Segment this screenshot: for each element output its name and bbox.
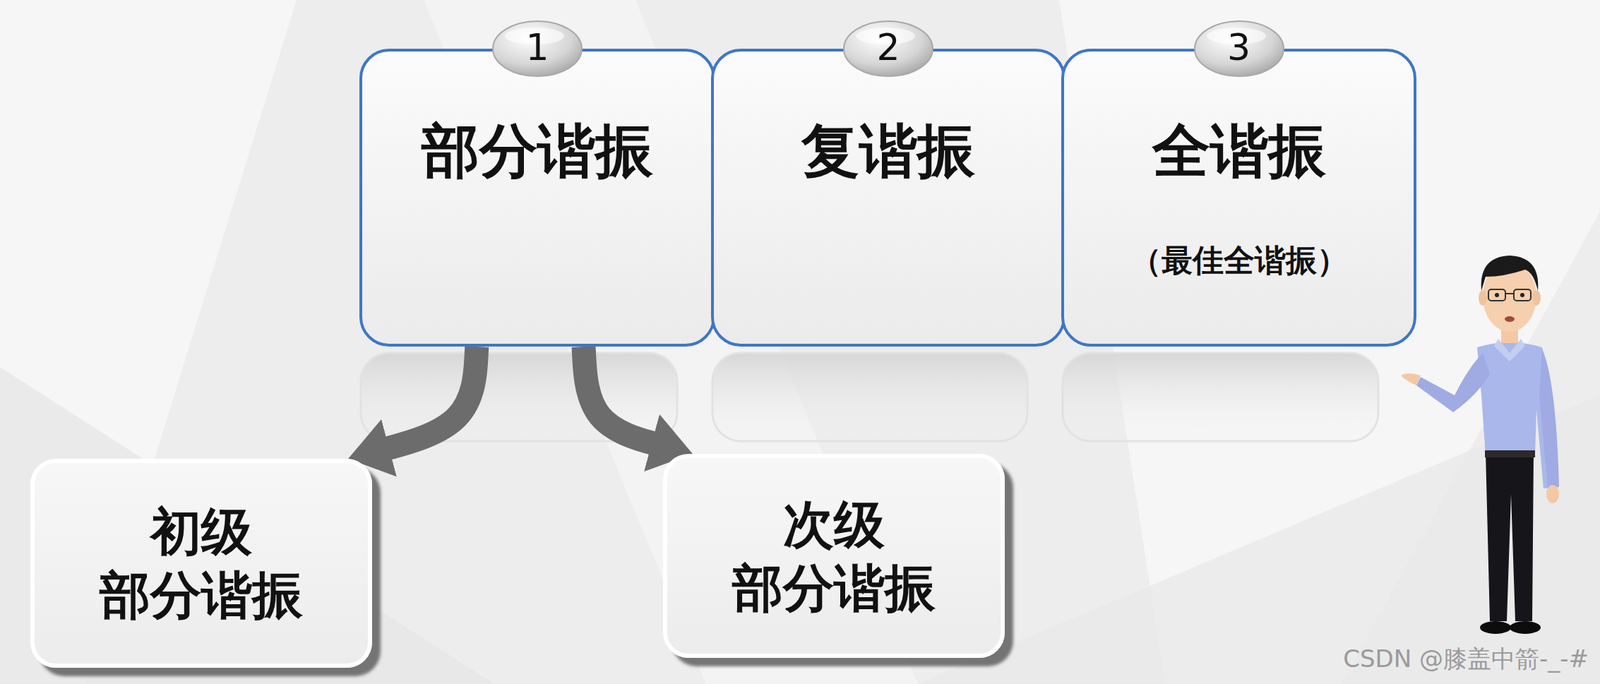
- box-title: 初级 部分谐振: [84, 499, 318, 628]
- number-badge: 1: [490, 19, 584, 79]
- step-number: 2: [841, 28, 935, 66]
- number-badge: 3: [1192, 19, 1286, 79]
- number-badge: 2: [841, 19, 935, 79]
- curved-arrow: [375, 346, 478, 452]
- box-title: 次级 部分谐振: [716, 492, 951, 620]
- category-box: 2复谐振: [711, 48, 1066, 347]
- reflection: [360, 353, 1379, 442]
- curved-arrow: [583, 346, 666, 447]
- category-box: 3全谐振（最佳全谐振）: [1061, 48, 1417, 347]
- box-title: 复谐振: [713, 119, 1063, 183]
- box-title: 全谐振: [1064, 119, 1414, 183]
- step-number: 3: [1192, 28, 1286, 66]
- box-note: （最佳全谐振）: [1064, 243, 1414, 278]
- subcategory-box: 初级 部分谐振: [30, 458, 373, 668]
- box-title: 部分谐振: [362, 119, 713, 183]
- category-box: 1部分谐振: [359, 48, 716, 347]
- watermark: CSDN @膝盖中箭-_-#: [1342, 643, 1589, 676]
- subcategory-box: 次级 部分谐振: [663, 454, 1005, 659]
- step-number: 1: [490, 28, 584, 66]
